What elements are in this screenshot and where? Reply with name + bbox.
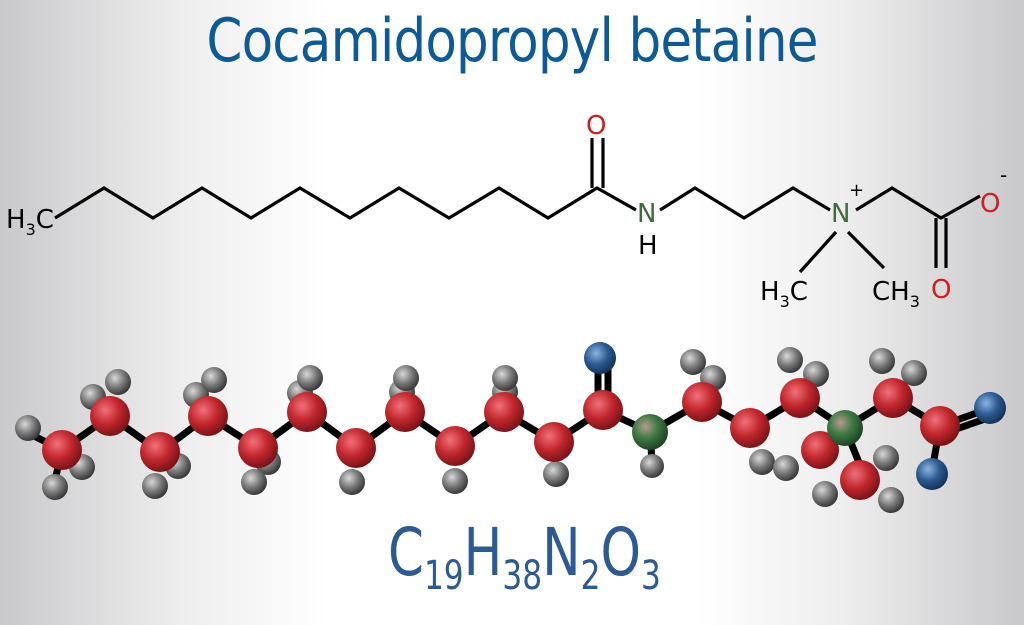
methyl-right-label: CH3 xyxy=(872,277,920,311)
alkyl-chain-bonds xyxy=(54,186,637,220)
carbon-atoms xyxy=(42,378,960,500)
formula-count: 3 xyxy=(640,553,661,599)
quat-charge-label: + xyxy=(849,180,864,201)
amide-n-label: N xyxy=(637,199,656,229)
formula-count: 2 xyxy=(580,553,601,599)
formula-element: C xyxy=(388,514,424,591)
amide-h-label: H xyxy=(638,231,658,261)
formula-element: O xyxy=(600,514,641,591)
methyl-left-label: H3C xyxy=(760,277,808,311)
carboxylate-o-minus-label: O xyxy=(980,189,1000,219)
nitrogen-atoms xyxy=(632,410,863,450)
molecular-formula: C19H38N2O3 xyxy=(388,520,661,599)
quat-n-label: N xyxy=(831,199,850,229)
ch3-left-label: H3C xyxy=(6,205,54,239)
skeletal-formula xyxy=(54,138,981,274)
carboxylate-o-label: O xyxy=(931,275,951,305)
hydrogen-atoms xyxy=(15,347,927,513)
formula-element: N xyxy=(542,514,581,591)
n-to-methyl-right xyxy=(846,230,886,270)
ball-and-stick-model xyxy=(15,342,1006,513)
oxygen-atoms xyxy=(584,342,1006,490)
formula-element: H xyxy=(463,514,503,591)
propyl-bonds xyxy=(659,186,831,220)
carboxylate-charge-label: - xyxy=(1000,163,1007,187)
n-to-methyl-left xyxy=(798,230,838,274)
carbonyl-o-label: O xyxy=(586,111,606,141)
acetate-bonds xyxy=(855,186,981,220)
page-title: Cocamidopropyl betaine xyxy=(206,6,818,76)
formula-count: 19 xyxy=(423,553,464,599)
formula-count: 38 xyxy=(502,553,543,599)
